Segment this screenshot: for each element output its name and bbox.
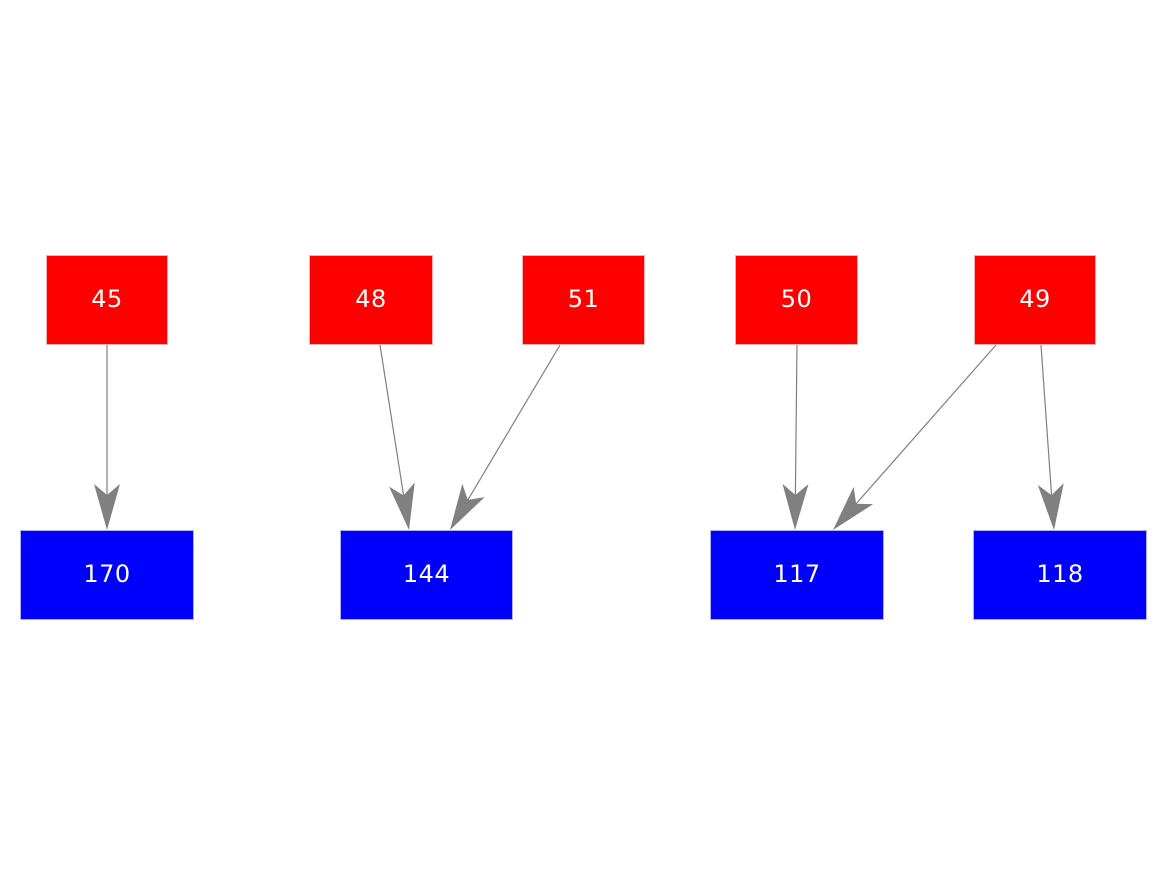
graph-node-48[interactable]: 48: [309, 255, 433, 345]
graph-node-51[interactable]: 51: [522, 255, 645, 345]
edge-48-to-144: [379, 344, 415, 530]
node-label: 51: [567, 285, 600, 313]
edge-49-to-118: [1037, 344, 1064, 530]
graph-node-45[interactable]: 45: [46, 255, 168, 345]
edge-51-to-144: [450, 344, 561, 530]
arrowhead-icon: [450, 483, 485, 530]
arrowhead-icon: [833, 486, 874, 530]
edge-49-to-117: [833, 344, 997, 530]
arrowhead-icon: [782, 483, 809, 530]
node-label: 144: [402, 560, 451, 588]
edge-45-to-170: [94, 345, 120, 530]
node-label: 45: [91, 285, 123, 313]
graph-node-144[interactable]: 144: [340, 530, 513, 620]
graph-node-49[interactable]: 49: [974, 255, 1096, 345]
node-label: 118: [1036, 560, 1084, 588]
arrowhead-icon: [1037, 483, 1064, 530]
edge-line: [1040, 344, 1054, 510]
graph-node-117[interactable]: 117: [710, 530, 884, 620]
edge-line: [379, 344, 407, 510]
graph-node-118[interactable]: 118: [973, 530, 1147, 620]
edge-line: [794, 344, 798, 510]
node-label: 117: [773, 560, 821, 588]
node-label: 170: [83, 560, 131, 588]
graph-node-50[interactable]: 50: [735, 255, 858, 345]
edge-50-to-117: [782, 344, 809, 530]
arrowhead-icon: [94, 484, 120, 530]
edge-line: [460, 344, 561, 513]
edge-line: [846, 344, 997, 515]
node-label: 49: [1019, 285, 1051, 313]
node-label: 50: [780, 285, 813, 313]
arrowhead-icon: [389, 482, 415, 530]
node-label: 48: [355, 285, 387, 313]
graph-node-170[interactable]: 170: [20, 530, 194, 620]
